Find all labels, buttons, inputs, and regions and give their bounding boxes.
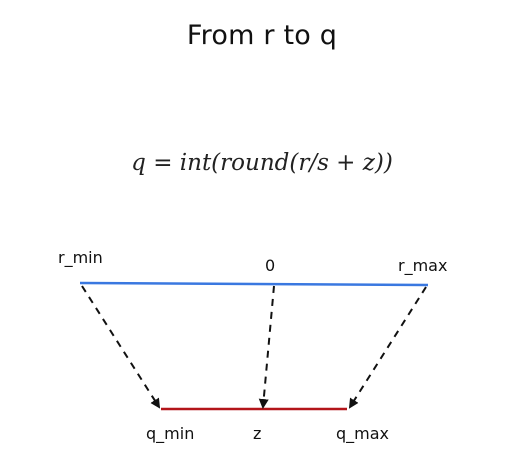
r-range-line xyxy=(79,281,429,287)
r-min-label: r_min xyxy=(58,248,103,267)
q-max-label: q_max xyxy=(336,424,390,443)
quantization-formula: q = int(round(r/s + z)) xyxy=(131,150,393,176)
zero-to-z-arrow xyxy=(258,285,275,409)
z-label: z xyxy=(253,424,262,443)
r-max-label: r_max xyxy=(398,256,448,275)
r-min-to-q-min-arrow xyxy=(81,285,161,409)
zero-label: 0 xyxy=(265,256,276,275)
q-min-label: q_min xyxy=(146,424,195,443)
r-max-to-q-max-arrow xyxy=(348,286,427,409)
diagram-title: From r to q xyxy=(186,20,338,51)
